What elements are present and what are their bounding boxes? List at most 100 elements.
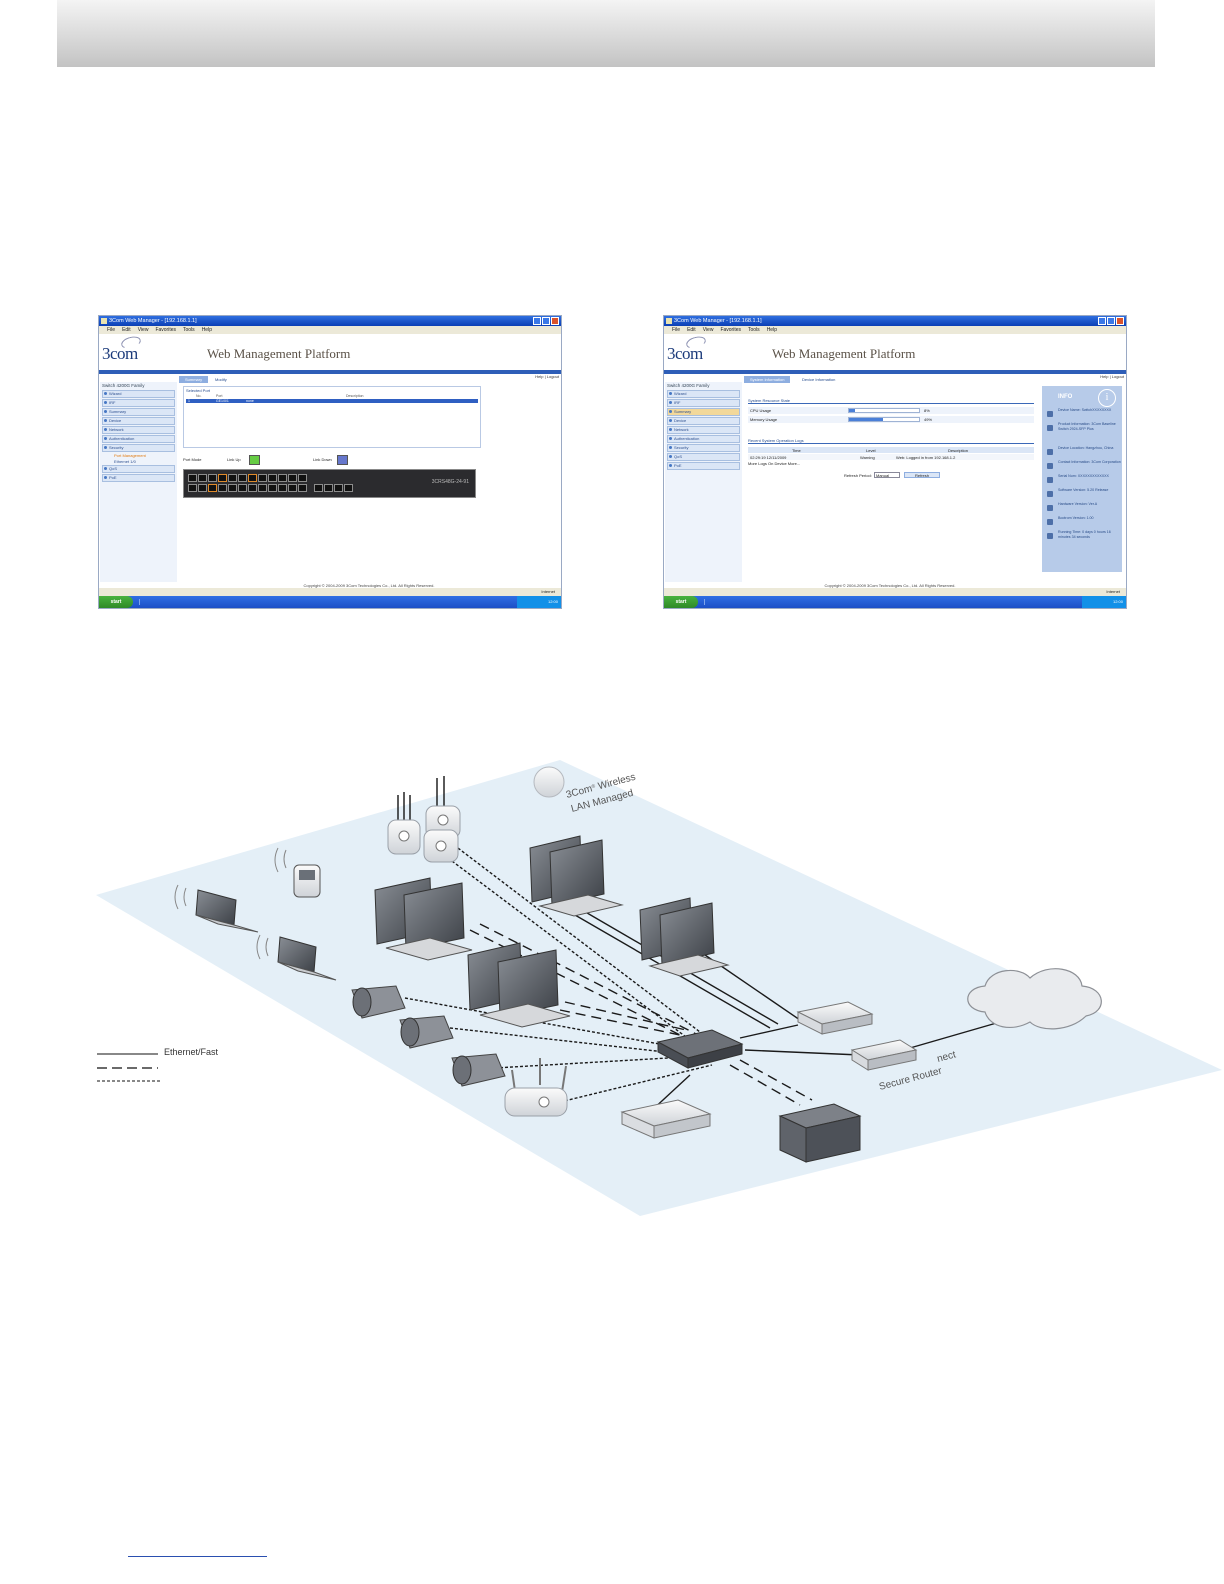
switch-port[interactable] bbox=[218, 474, 227, 482]
menu-tools[interactable]: Tools bbox=[748, 327, 760, 333]
sfp-port[interactable] bbox=[324, 484, 333, 492]
table-row[interactable]: 1 GE1/0/1 none bbox=[186, 399, 478, 403]
link-switch-router bbox=[744, 1049, 861, 1056]
menu-edit[interactable]: Edit bbox=[687, 327, 696, 333]
close-icon[interactable] bbox=[1116, 317, 1124, 325]
switch-port[interactable] bbox=[248, 474, 257, 482]
sidebar-item-authentication[interactable]: Authentication bbox=[102, 435, 175, 443]
sfp-port[interactable] bbox=[334, 484, 343, 492]
server-icon bbox=[620, 1099, 712, 1139]
switch-port[interactable] bbox=[238, 474, 247, 482]
switch-port[interactable] bbox=[288, 484, 297, 492]
ip-phone-icon bbox=[399, 1015, 454, 1049]
sidebar-item-device[interactable]: Device bbox=[102, 417, 175, 425]
line-legend: Ethernet/Fast bbox=[97, 1047, 219, 1082]
sidebar-item-security[interactable]: Security bbox=[102, 444, 175, 452]
menu-edit[interactable]: Edit bbox=[122, 327, 131, 333]
link-pc2-switch-2 bbox=[479, 923, 709, 1041]
maximize-icon[interactable] bbox=[542, 317, 550, 325]
menu-favorites[interactable]: Favorites bbox=[155, 327, 176, 333]
help-logout-link[interactable]: Help | Logout bbox=[1100, 374, 1124, 379]
sidebar-item-device[interactable]: Device bbox=[667, 417, 740, 425]
switch-port[interactable] bbox=[188, 484, 197, 492]
menu-view[interactable]: View bbox=[702, 327, 714, 333]
sidebar-item-summary[interactable]: Summary bbox=[102, 408, 175, 416]
sidebar-item-wizard[interactable]: Wizard bbox=[667, 390, 740, 398]
platform-title: Web Management Platform bbox=[772, 346, 916, 361]
switch-front-panel: 3CRS48G-24-91 bbox=[183, 469, 476, 498]
start-button[interactable]: start bbox=[99, 596, 133, 608]
col-no: No. bbox=[196, 394, 202, 398]
sfp-port[interactable] bbox=[344, 484, 353, 492]
switch-port[interactable] bbox=[248, 484, 257, 492]
window-titlebar: 3Com Web Manager - [192.168.1.1] bbox=[99, 316, 561, 326]
wireless-controller-icon bbox=[533, 766, 565, 798]
desktop-pc-icon bbox=[467, 942, 571, 1028]
sidebar-item-network[interactable]: Network bbox=[102, 426, 175, 434]
sfp-port[interactable] bbox=[314, 484, 323, 492]
menu-help[interactable]: Help bbox=[201, 327, 212, 333]
sidebar-item-security[interactable]: Security bbox=[667, 444, 740, 452]
refresh-button[interactable]: Refresh bbox=[904, 472, 940, 478]
table-row[interactable]: 02:29:19 12/11/2009 Warning Web: Logged … bbox=[748, 454, 1034, 460]
sidebar-item-poe[interactable]: PoE bbox=[102, 474, 175, 482]
menu-help[interactable]: Help bbox=[766, 327, 777, 333]
menu-file[interactable]: File bbox=[107, 327, 116, 333]
log-col-level: Level bbox=[866, 448, 876, 453]
help-logout-link[interactable]: Help | Logout bbox=[535, 374, 559, 379]
switch-port[interactable] bbox=[268, 484, 277, 492]
tab-device-information[interactable]: Device Information bbox=[802, 377, 836, 382]
menu-favorites[interactable]: Favorites bbox=[720, 327, 741, 333]
sidebar-item-network[interactable]: Network bbox=[667, 426, 740, 434]
switch-port[interactable] bbox=[228, 484, 237, 492]
switch-port[interactable] bbox=[298, 474, 307, 482]
switch-port[interactable] bbox=[258, 474, 267, 482]
refresh-period-select[interactable]: Manual bbox=[874, 472, 900, 478]
tab-modify[interactable]: Modify bbox=[215, 377, 227, 382]
switch-port[interactable] bbox=[298, 484, 307, 492]
sidebar-item-authentication[interactable]: Authentication bbox=[667, 435, 740, 443]
info-panel: INFO i Device Name: SwitchXXXXXXXX Produ… bbox=[1042, 386, 1122, 572]
switch-port[interactable] bbox=[218, 484, 227, 492]
switch-port[interactable] bbox=[288, 474, 297, 482]
tab-system-information[interactable]: System Information bbox=[744, 376, 791, 383]
sidebar-item-qos[interactable]: QoS bbox=[102, 465, 175, 473]
sidebar-subitem-ethernet[interactable]: Ethernet 1/0 bbox=[114, 459, 136, 464]
sidebar-item-wizard[interactable]: Wizard bbox=[102, 390, 175, 398]
switch-port[interactable] bbox=[238, 484, 247, 492]
close-icon[interactable] bbox=[551, 317, 559, 325]
minimize-icon[interactable] bbox=[1098, 317, 1106, 325]
browser-icon bbox=[101, 318, 107, 324]
switch-port[interactable] bbox=[278, 474, 287, 482]
quick-launch[interactable] bbox=[139, 599, 154, 605]
more-logs-link[interactable]: More Logs On Device More... bbox=[748, 461, 801, 466]
sidebar-item-qos[interactable]: QoS bbox=[667, 453, 740, 461]
maximize-icon[interactable] bbox=[1107, 317, 1115, 325]
menu-file[interactable]: File bbox=[672, 327, 681, 333]
menu-view[interactable]: View bbox=[137, 327, 149, 333]
tab-summary[interactable]: Summary bbox=[179, 376, 209, 383]
refresh-period-label: Refresh Period: bbox=[844, 473, 872, 478]
switch-port[interactable] bbox=[278, 484, 287, 492]
log-cell-time: 02:29:19 12/11/2009 bbox=[750, 455, 787, 460]
sidebar-subitem-port-management[interactable]: Port Management bbox=[114, 453, 146, 458]
quick-launch[interactable] bbox=[704, 599, 719, 605]
switch-port[interactable] bbox=[188, 474, 197, 482]
wlan-label-tm: ® bbox=[591, 782, 597, 790]
switch-port[interactable] bbox=[198, 484, 207, 492]
ip-phone-icon bbox=[351, 985, 406, 1019]
switch-port[interactable] bbox=[208, 484, 217, 492]
sidebar-item-irf[interactable]: IRF bbox=[102, 399, 175, 407]
switch-port[interactable] bbox=[228, 474, 237, 482]
sidebar-item-poe[interactable]: PoE bbox=[667, 462, 740, 470]
start-button[interactable]: start bbox=[664, 596, 698, 608]
sidebar-item-irf[interactable]: IRF bbox=[667, 399, 740, 407]
switch-port[interactable] bbox=[258, 484, 267, 492]
switch-port[interactable] bbox=[208, 474, 217, 482]
switch-port[interactable] bbox=[268, 474, 277, 482]
minimize-icon[interactable] bbox=[533, 317, 541, 325]
logs-section-title: Recent System Operation Logs bbox=[748, 438, 1034, 444]
sidebar-item-summary[interactable]: Summary bbox=[667, 408, 740, 416]
menu-tools[interactable]: Tools bbox=[183, 327, 195, 333]
switch-port[interactable] bbox=[198, 474, 207, 482]
